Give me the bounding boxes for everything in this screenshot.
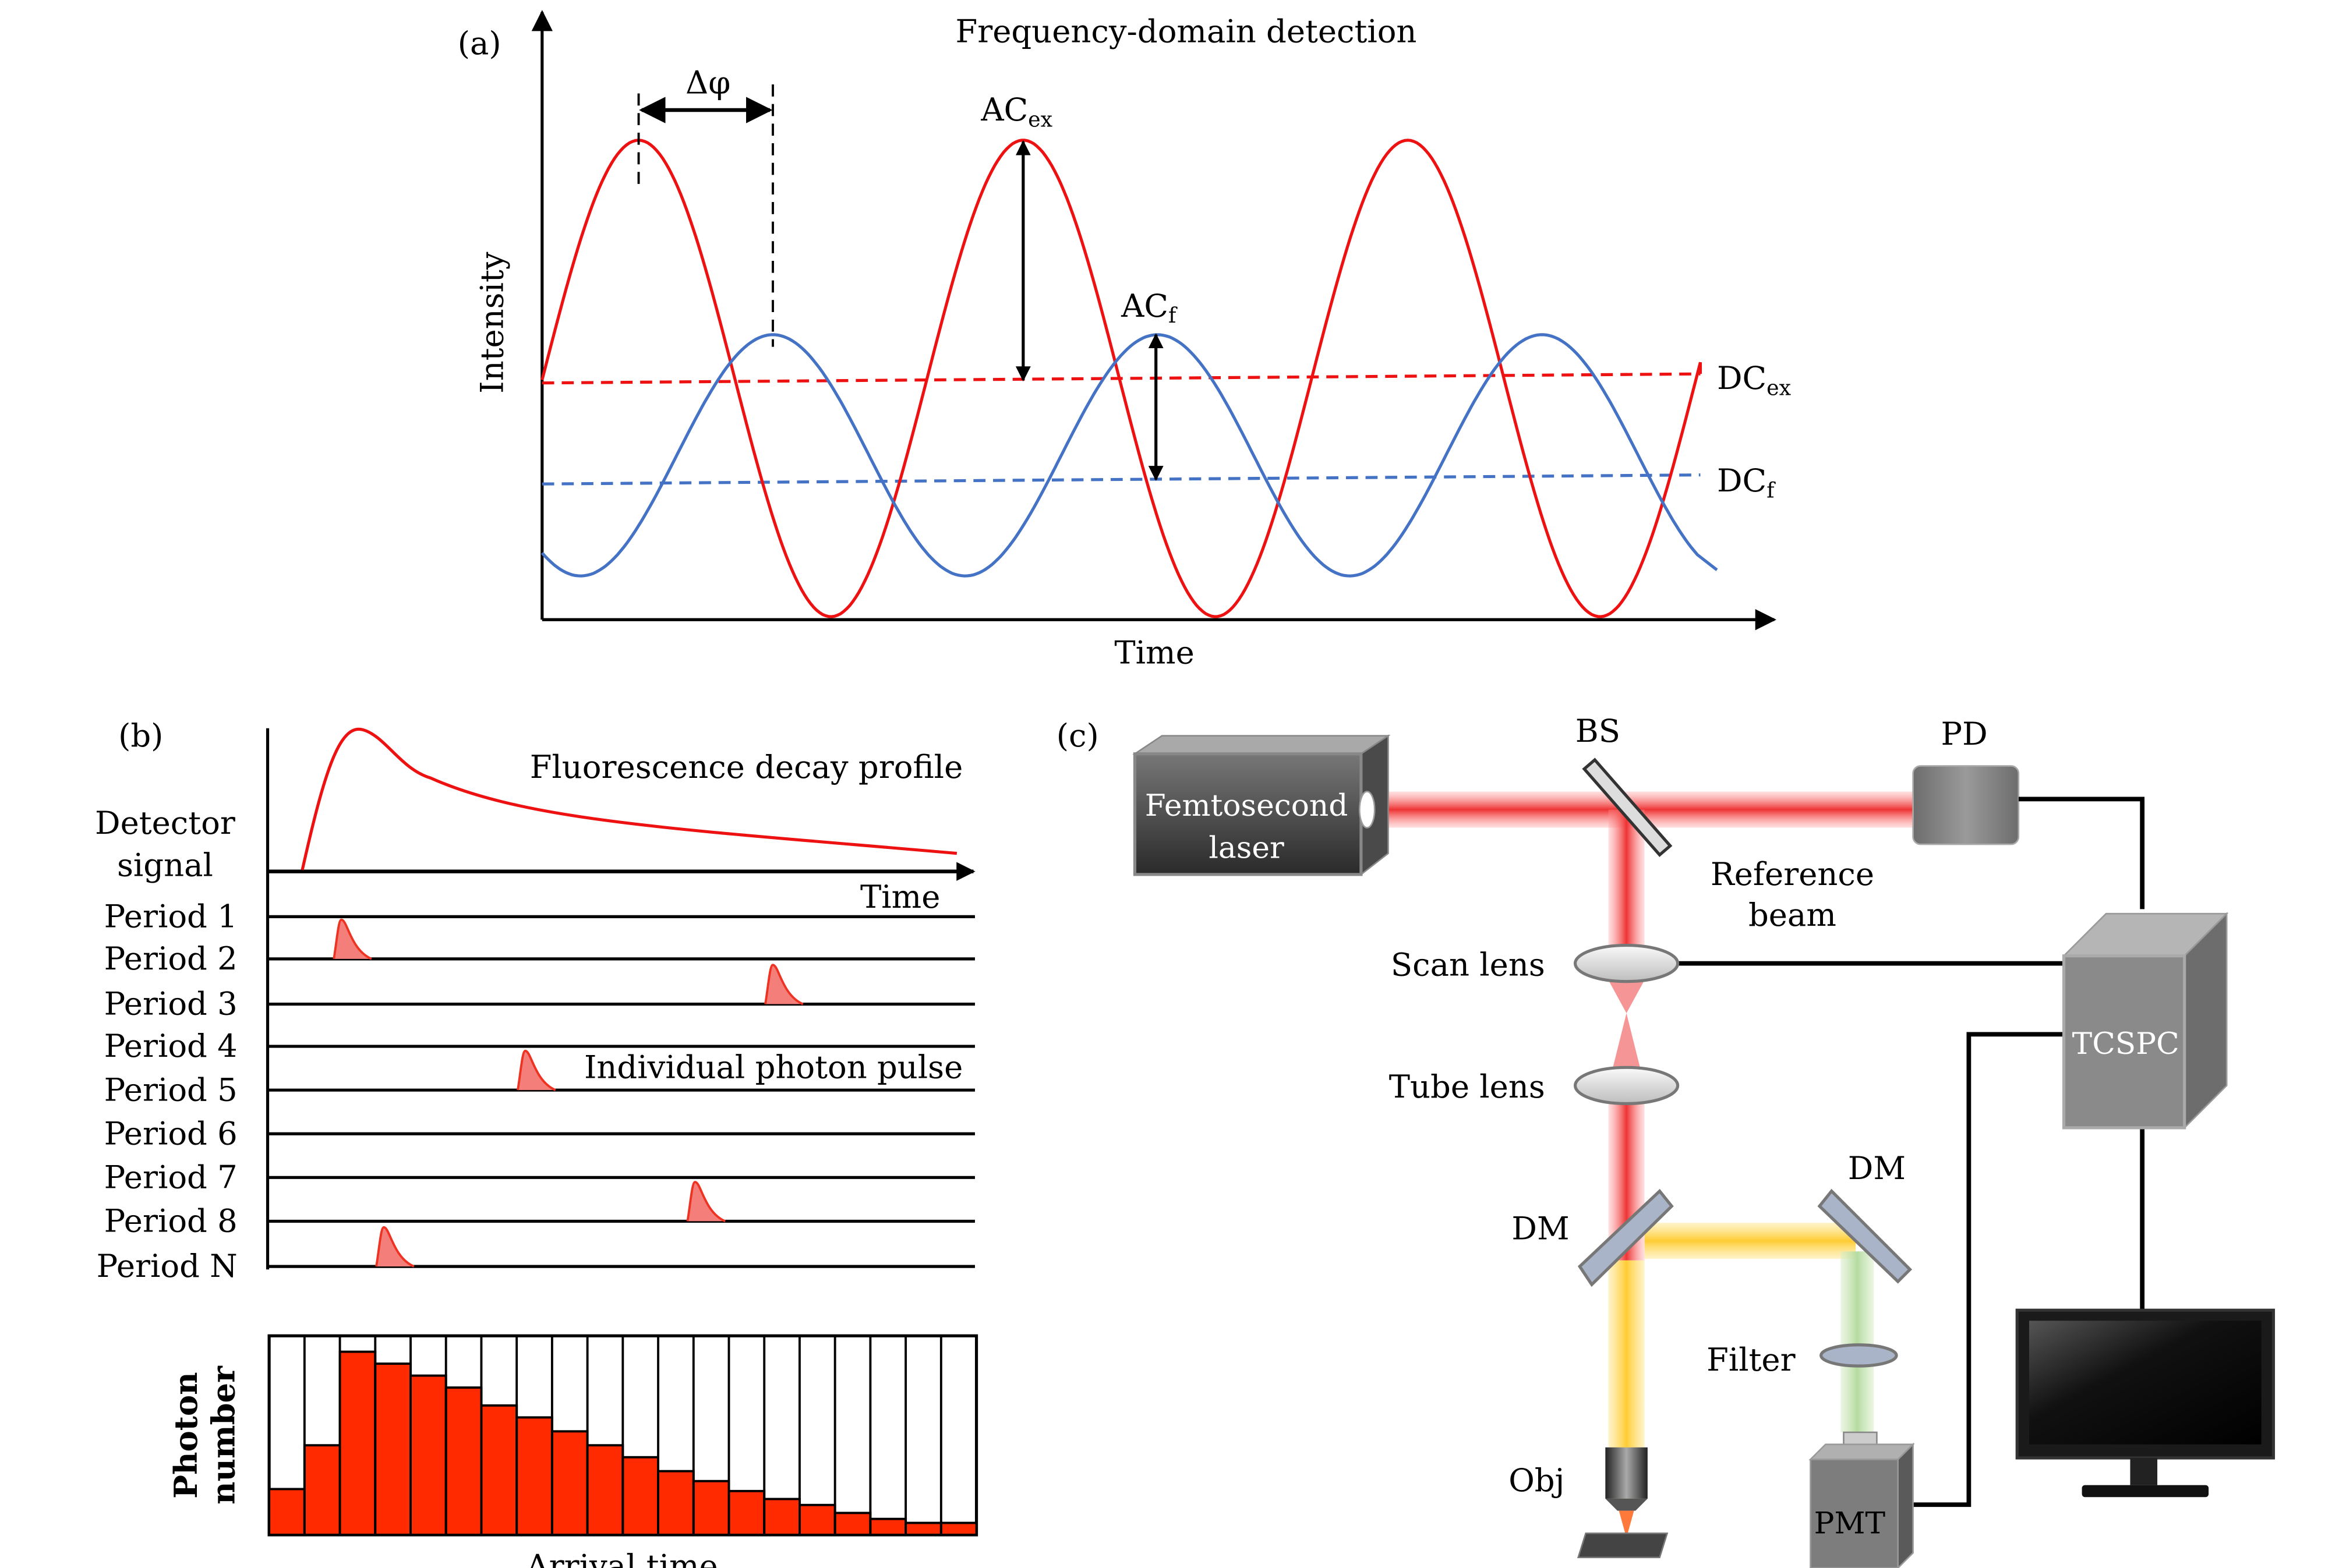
- panel-c: (c) Femtosecond laser BS Reference beam: [1057, 713, 2276, 1568]
- tube-lens: [1573, 1066, 1680, 1106]
- histogram-bar: [586, 1444, 624, 1536]
- period-label: Period 2: [104, 940, 238, 977]
- period-label: Period 6: [104, 1115, 238, 1152]
- photodiode: PD: [1912, 716, 2020, 845]
- histogram-bar: [374, 1362, 412, 1536]
- scan-lens-label: Scan lens: [1391, 946, 1545, 983]
- pulse-label: Individual photon pulse: [584, 1049, 963, 1085]
- histogram-bar: [939, 1521, 978, 1536]
- detector-label-2: signal: [117, 847, 213, 883]
- pmt-label: PMT: [1814, 1506, 1886, 1541]
- panel-b: (b) Fluorescence decay profile Detector …: [95, 717, 978, 1568]
- phase-label: Δφ: [686, 65, 730, 101]
- photon-pulse: [333, 918, 372, 960]
- period-label: Period 1: [104, 898, 238, 935]
- panel-a: (a) Frequency-domain detection Intensity…: [458, 10, 1791, 671]
- beam-splitter: BS: [1575, 713, 1673, 857]
- histogram-bar: [515, 1416, 553, 1536]
- period-label: Period 5: [104, 1071, 238, 1108]
- period-rows: Period 1 Period 2 Period 3 Period 4 Period 5…: [97, 898, 975, 1284]
- focus-cone-1: [1608, 980, 1645, 1014]
- period-label: Period 3: [104, 986, 238, 1022]
- laser-label-1: Femtosecond: [1145, 788, 1348, 823]
- obj-label: Obj: [1508, 1462, 1564, 1499]
- time-label: Time: [860, 879, 940, 915]
- histogram: [267, 1334, 978, 1537]
- histogram-bar: [550, 1430, 589, 1536]
- photon-pulse: [517, 1049, 556, 1091]
- fluorescence-curve: [540, 333, 1718, 578]
- pmt-detector: PMT: [1808, 1431, 1915, 1568]
- histogram-bar: [798, 1503, 836, 1536]
- emission-beam-green: [1840, 1251, 1874, 1432]
- emission-beam-h: [1644, 1223, 1856, 1259]
- ac-ex-label: ACex: [980, 91, 1052, 132]
- histogram-bar: [409, 1374, 447, 1536]
- filter: [1819, 1343, 1898, 1368]
- down-beam-red: [1608, 809, 1645, 961]
- laser-label-2: laser: [1209, 830, 1284, 865]
- pd-label: PD: [1941, 716, 1988, 752]
- panel-a-title: Frequency-domain detection: [956, 13, 1417, 50]
- ac-f-label: ACf: [1121, 288, 1178, 328]
- x-axis-label: Time: [1114, 634, 1194, 671]
- period-label: Period 4: [104, 1028, 238, 1064]
- tube-lens-label: Tube lens: [1389, 1068, 1545, 1105]
- histogram-bar: [833, 1512, 872, 1536]
- photon-pulse: [375, 1226, 415, 1268]
- histogram-ylabel-1: Photon: [167, 1372, 204, 1499]
- filter-label: Filter: [1706, 1342, 1796, 1378]
- histogram-bar: [303, 1444, 341, 1536]
- histogram-bar: [727, 1489, 766, 1536]
- reference-label-2: beam: [1748, 897, 1836, 933]
- period-label: Period 7: [104, 1159, 238, 1195]
- detector-label-1: Detector: [95, 805, 235, 841]
- sample-slide: [1577, 1532, 1669, 1559]
- panel-c-label: (c): [1057, 717, 1099, 754]
- dc-ex-label: DCex: [1717, 360, 1791, 400]
- histogram-xlabel: Arrival time: [525, 1548, 718, 1568]
- histogram-bar: [869, 1517, 907, 1536]
- histogram-ylabel-2: number: [205, 1365, 242, 1505]
- tcspc-module: TCSPC: [2062, 912, 2229, 1130]
- decay-label: Fluorescence decay profile: [530, 749, 963, 785]
- dm-left-label: DM: [1511, 1210, 1569, 1247]
- histogram-bar: [480, 1404, 518, 1536]
- histogram-bar: [338, 1350, 377, 1536]
- tcspc-label: TCSPC: [2072, 1027, 2179, 1061]
- cable-pmt-tcspc: [1895, 1032, 2067, 1507]
- scan-lens: [1573, 943, 1680, 983]
- period-label: Period 8: [104, 1203, 238, 1240]
- histogram-bar: [657, 1470, 695, 1536]
- histogram-bar: [621, 1456, 659, 1536]
- cable-pd-tcspc: [2018, 797, 2145, 909]
- histogram-bar: [904, 1521, 942, 1536]
- y-axis-label: Intensity: [474, 252, 510, 394]
- dc-ex-line: [542, 372, 1701, 385]
- bs-label: BS: [1575, 713, 1620, 749]
- dichroic-mirror-left: [1577, 1188, 1674, 1287]
- period-label: Period N: [97, 1248, 238, 1284]
- decay-profile-curve: [301, 727, 957, 870]
- dc-f-label: DCf: [1717, 462, 1776, 502]
- photon-pulse: [764, 964, 804, 1006]
- panel-b-label: (b): [118, 717, 163, 754]
- excitation-curve: [540, 139, 1702, 618]
- objective: Obj: [1508, 1447, 1648, 1538]
- histogram-bar: [444, 1386, 483, 1536]
- monitor-icon: [2015, 1308, 2276, 1498]
- dc-f-line: [542, 473, 1701, 486]
- histogram-bar: [763, 1498, 801, 1536]
- reference-label-1: Reference: [1711, 856, 1874, 893]
- photon-pulse: [686, 1181, 726, 1223]
- histogram-bar: [268, 1488, 306, 1536]
- panel-a-label: (a): [458, 25, 501, 62]
- histogram-bar: [692, 1479, 730, 1536]
- femtosecond-laser: Femtosecond laser: [1132, 734, 1391, 876]
- dm-right-label: DM: [1848, 1150, 1906, 1187]
- dichroic-mirror-right: [1817, 1188, 1913, 1284]
